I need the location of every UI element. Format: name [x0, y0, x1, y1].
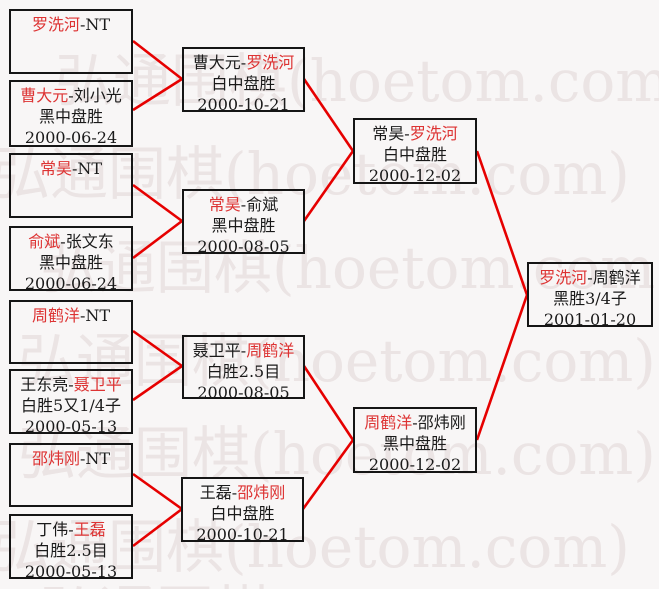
matchup: 常昊-俞斌 [184, 194, 303, 215]
match-result: 黑中盘胜 [38, 107, 103, 126]
winner-name: 常昊 [208, 195, 241, 214]
matchup: 丁伟-王磊 [11, 519, 131, 540]
match-date: 2000-10-21 [197, 95, 290, 114]
match-box-final[interactable]: 罗洗河-周鹤洋 黑胜3/4子 2001-01-20 [527, 262, 653, 329]
winner-name: 曹大元 [20, 86, 69, 105]
match-result: 黑中盘胜 [382, 434, 447, 453]
player-name: -NT [79, 449, 111, 468]
match-date: 2000-06-24 [24, 274, 118, 293]
player-name: 常昊- [372, 124, 410, 143]
match-box-r2-1[interactable]: 曹大元-罗洗河 白中盘胜 2000-10-21 [182, 47, 305, 114]
match-result: 白中盘胜 [211, 74, 276, 93]
matchup: 聂卫平-周鹤洋 [184, 340, 303, 361]
winner-name: 聂卫平 [73, 375, 122, 394]
match-result: 白中盘胜 [210, 504, 275, 523]
player-name: 曹大元- [192, 53, 247, 72]
match-date: 2000-06-24 [24, 128, 118, 147]
player-name: -NT [79, 15, 111, 34]
winner-name: 邵炜刚 [31, 449, 80, 468]
winner-name: 罗洗河 [246, 53, 295, 72]
match-box-r1-5[interactable]: 周鹤洋-NT [9, 300, 133, 364]
matchup: 曹大元-刘小光 [11, 85, 131, 106]
match-date: 2000-05-13 [24, 562, 118, 581]
match-box-r1-7[interactable]: 邵炜刚-NT [9, 443, 133, 507]
player-name: -周鹤洋 [587, 268, 641, 287]
match-box-sf-2[interactable]: 周鹤洋-邵炜刚 黑中盘胜 2000-12-02 [353, 407, 477, 474]
winner-name: 周鹤洋 [364, 413, 413, 432]
match-box-r1-1[interactable]: 罗洗河-NT [9, 9, 133, 74]
winner-name: 王磊 [73, 520, 106, 539]
player-name: -邵炜刚 [412, 413, 466, 432]
winner-name: 常昊 [39, 159, 72, 178]
match-box-r2-3[interactable]: 聂卫平-周鹤洋 白胜2.5目 2000-08-05 [182, 335, 305, 402]
matchup: 王东亮-聂卫平 [11, 374, 131, 395]
match-result: 白胜2.5目 [34, 541, 108, 560]
match-box-r2-4[interactable]: 王磊-邵炜刚 白中盘胜 2000-10-21 [181, 477, 304, 544]
winner-name: 罗洗河 [409, 124, 458, 143]
player-name: -刘小光 [68, 86, 122, 105]
matchup: 俞斌-张文东 [11, 231, 131, 252]
match-date: 2000-05-13 [24, 417, 118, 436]
player-name: 王磊- [199, 483, 238, 502]
match-box-r2-2[interactable]: 常昊-俞斌 黑中盘胜 2000-08-05 [182, 189, 305, 256]
match-date: 2000-12-02 [368, 455, 462, 474]
matchup: 邵炜刚-NT [11, 448, 131, 469]
winner-name: 俞斌 [28, 232, 61, 251]
match-result: 白胜5又1/4子 [21, 396, 121, 415]
player-name: -NT [79, 306, 111, 325]
match-box-r1-6[interactable]: 王东亮-聂卫平 白胜5又1/4子 2000-05-13 [9, 369, 133, 436]
match-box-r1-8[interactable]: 丁伟-王磊 白胜2.5目 2000-05-13 [9, 514, 133, 581]
player-name: -NT [71, 159, 103, 178]
winner-name: 周鹤洋 [31, 306, 80, 325]
player-name: 丁伟- [36, 520, 74, 539]
match-box-r1-2[interactable]: 曹大元-刘小光 黑中盘胜 2000-06-24 [9, 80, 133, 147]
player-name: 聂卫平- [192, 341, 247, 360]
winner-name: 邵炜刚 [237, 483, 286, 502]
matchup: 周鹤洋-邵炜刚 [355, 412, 475, 433]
match-date: 2000-10-21 [196, 525, 289, 544]
matchup: 周鹤洋-NT [11, 305, 131, 326]
match-date: 2000-08-05 [197, 383, 290, 402]
matchup: 罗洗河-周鹤洋 [529, 267, 651, 288]
match-box-r1-4[interactable]: 俞斌-张文东 黑中盘胜 2000-06-24 [9, 226, 133, 293]
player-name: -俞斌 [240, 195, 279, 214]
match-result: 白胜2.5目 [206, 362, 281, 381]
match-result: 白中盘胜 [382, 145, 447, 164]
match-box-sf-1[interactable]: 常昊-罗洗河 白中盘胜 2000-12-02 [353, 118, 477, 185]
matchup: 曹大元-罗洗河 [184, 52, 303, 73]
player-name: 王东亮- [20, 375, 74, 394]
matchup: 常昊-NT [11, 158, 131, 179]
match-result: 黑胜3/4子 [553, 289, 627, 308]
match-date: 2001-01-20 [543, 310, 637, 329]
winner-name: 罗洗河 [31, 15, 80, 34]
matchup: 王磊-邵炜刚 [183, 482, 302, 503]
player-name: -张文东 [60, 232, 114, 251]
match-result: 黑中盘胜 [211, 216, 276, 235]
winner-name: 周鹤洋 [246, 341, 295, 360]
match-result: 黑中盘胜 [38, 253, 103, 272]
matchup: 罗洗河-NT [11, 14, 131, 35]
winner-name: 罗洗河 [539, 268, 588, 287]
match-date: 2000-08-05 [197, 237, 290, 256]
match-date: 2000-12-02 [368, 166, 462, 185]
match-box-r1-3[interactable]: 常昊-NT [9, 153, 133, 218]
matchup: 常昊-罗洗河 [355, 123, 475, 144]
